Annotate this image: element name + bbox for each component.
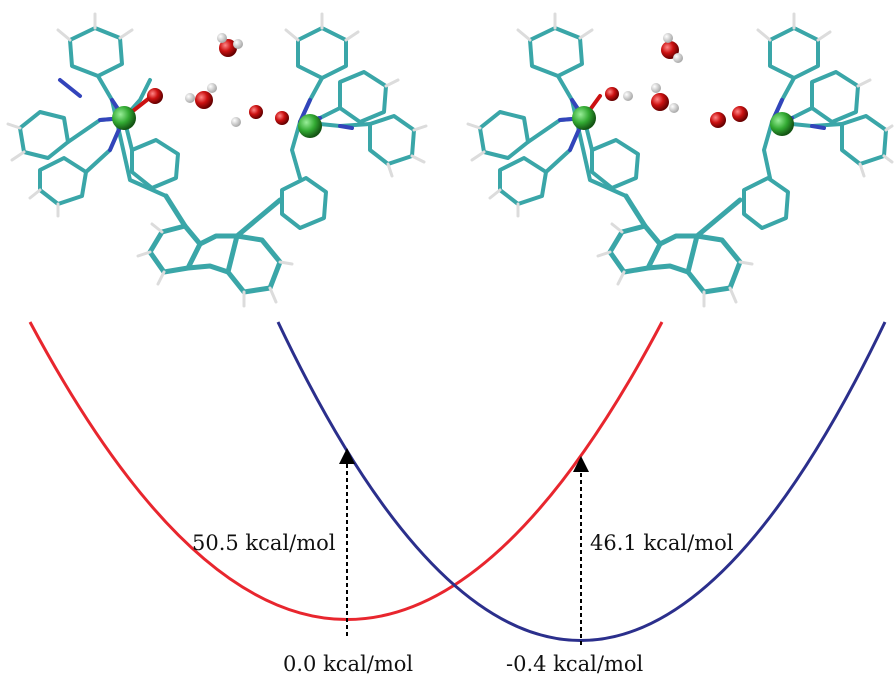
water-molecule-icon [217, 33, 243, 57]
oxygen-atom-icon [147, 88, 163, 104]
left-cage-hydrogens [6, 12, 428, 218]
hydrogen-atom-icon [231, 117, 241, 127]
barrier-energy-right: 46.1 kcal/mol [590, 531, 734, 555]
left-linkers [163, 193, 283, 239]
right-metal-center-b [710, 106, 794, 136]
water-molecule-icon [661, 33, 683, 63]
left-molecular-structure [6, 12, 428, 308]
hydrogen-atom-icon [623, 91, 633, 101]
water-molecule-icon [185, 83, 217, 109]
right-cage-hydrogens [466, 12, 894, 218]
right-linkers [623, 193, 743, 239]
oxygen-atom-icon [710, 112, 726, 128]
oxygen-atom-icon [605, 87, 619, 101]
minimum-energy-right: -0.4 kcal/mol [506, 652, 644, 676]
minimum-energy-left: 0.0 kcal/mol [283, 652, 414, 676]
metal-center-icon [572, 106, 596, 130]
left-ligand-cage-a [18, 26, 180, 206]
right-molecular-structure [466, 12, 894, 308]
right-dibenzofuran-core [607, 223, 743, 295]
right-metal-center-a [572, 87, 633, 130]
water-molecule-icon [651, 83, 679, 113]
oxygen-atom-icon [249, 105, 263, 119]
product-energy-curve [276, 321, 887, 642]
barrier-energy-left: 50.5 kcal/mol [192, 531, 336, 555]
reactant-energy-curve [28, 321, 664, 621]
left-dibenzofuran-core [147, 223, 283, 295]
oxygen-atom-icon [732, 106, 748, 122]
left-metal-center-a [112, 88, 163, 130]
left-metal-center-b [231, 105, 322, 138]
oxygen-atom-icon [275, 111, 289, 125]
left-core-hydrogens [136, 222, 294, 308]
right-core-hydrogens [596, 222, 754, 308]
right-ligand-cage-a [478, 26, 640, 206]
metal-center-icon [112, 106, 136, 130]
